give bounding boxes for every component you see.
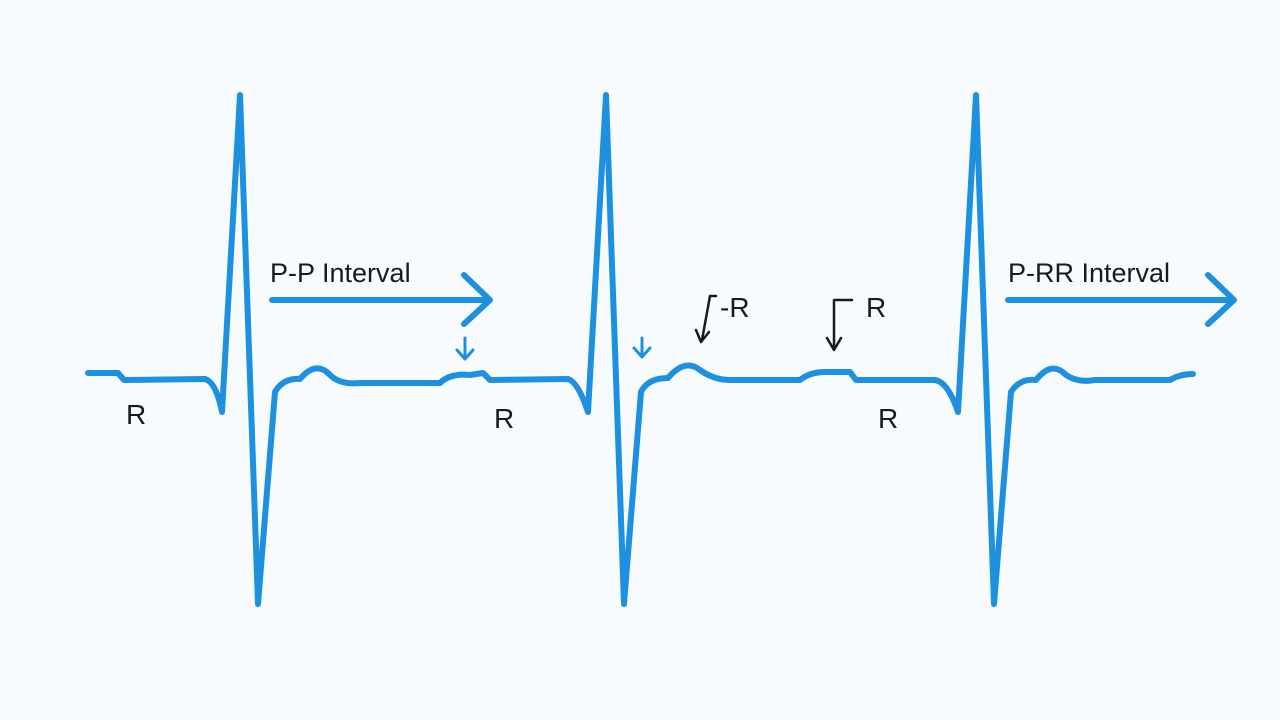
prr-interval-arrow	[1005, 272, 1237, 327]
r-callout-1: -R	[720, 292, 750, 323]
callout-arrow-1	[694, 294, 718, 344]
blue-down-arrow-1	[455, 336, 475, 361]
callout-arrow-2	[825, 298, 854, 352]
r-mark-1: R	[126, 399, 146, 430]
prr-interval-label: P-RR Interval	[1008, 258, 1170, 288]
r-mark-2: R	[494, 403, 514, 434]
pp-interval-arrow	[269, 272, 493, 327]
r-mark-3: R	[878, 403, 898, 434]
blue-down-arrow-2	[632, 336, 652, 359]
pp-interval-label: P-P Interval	[270, 258, 411, 288]
r-callout-2: R	[866, 292, 886, 323]
ecg-trace	[85, 92, 1196, 607]
